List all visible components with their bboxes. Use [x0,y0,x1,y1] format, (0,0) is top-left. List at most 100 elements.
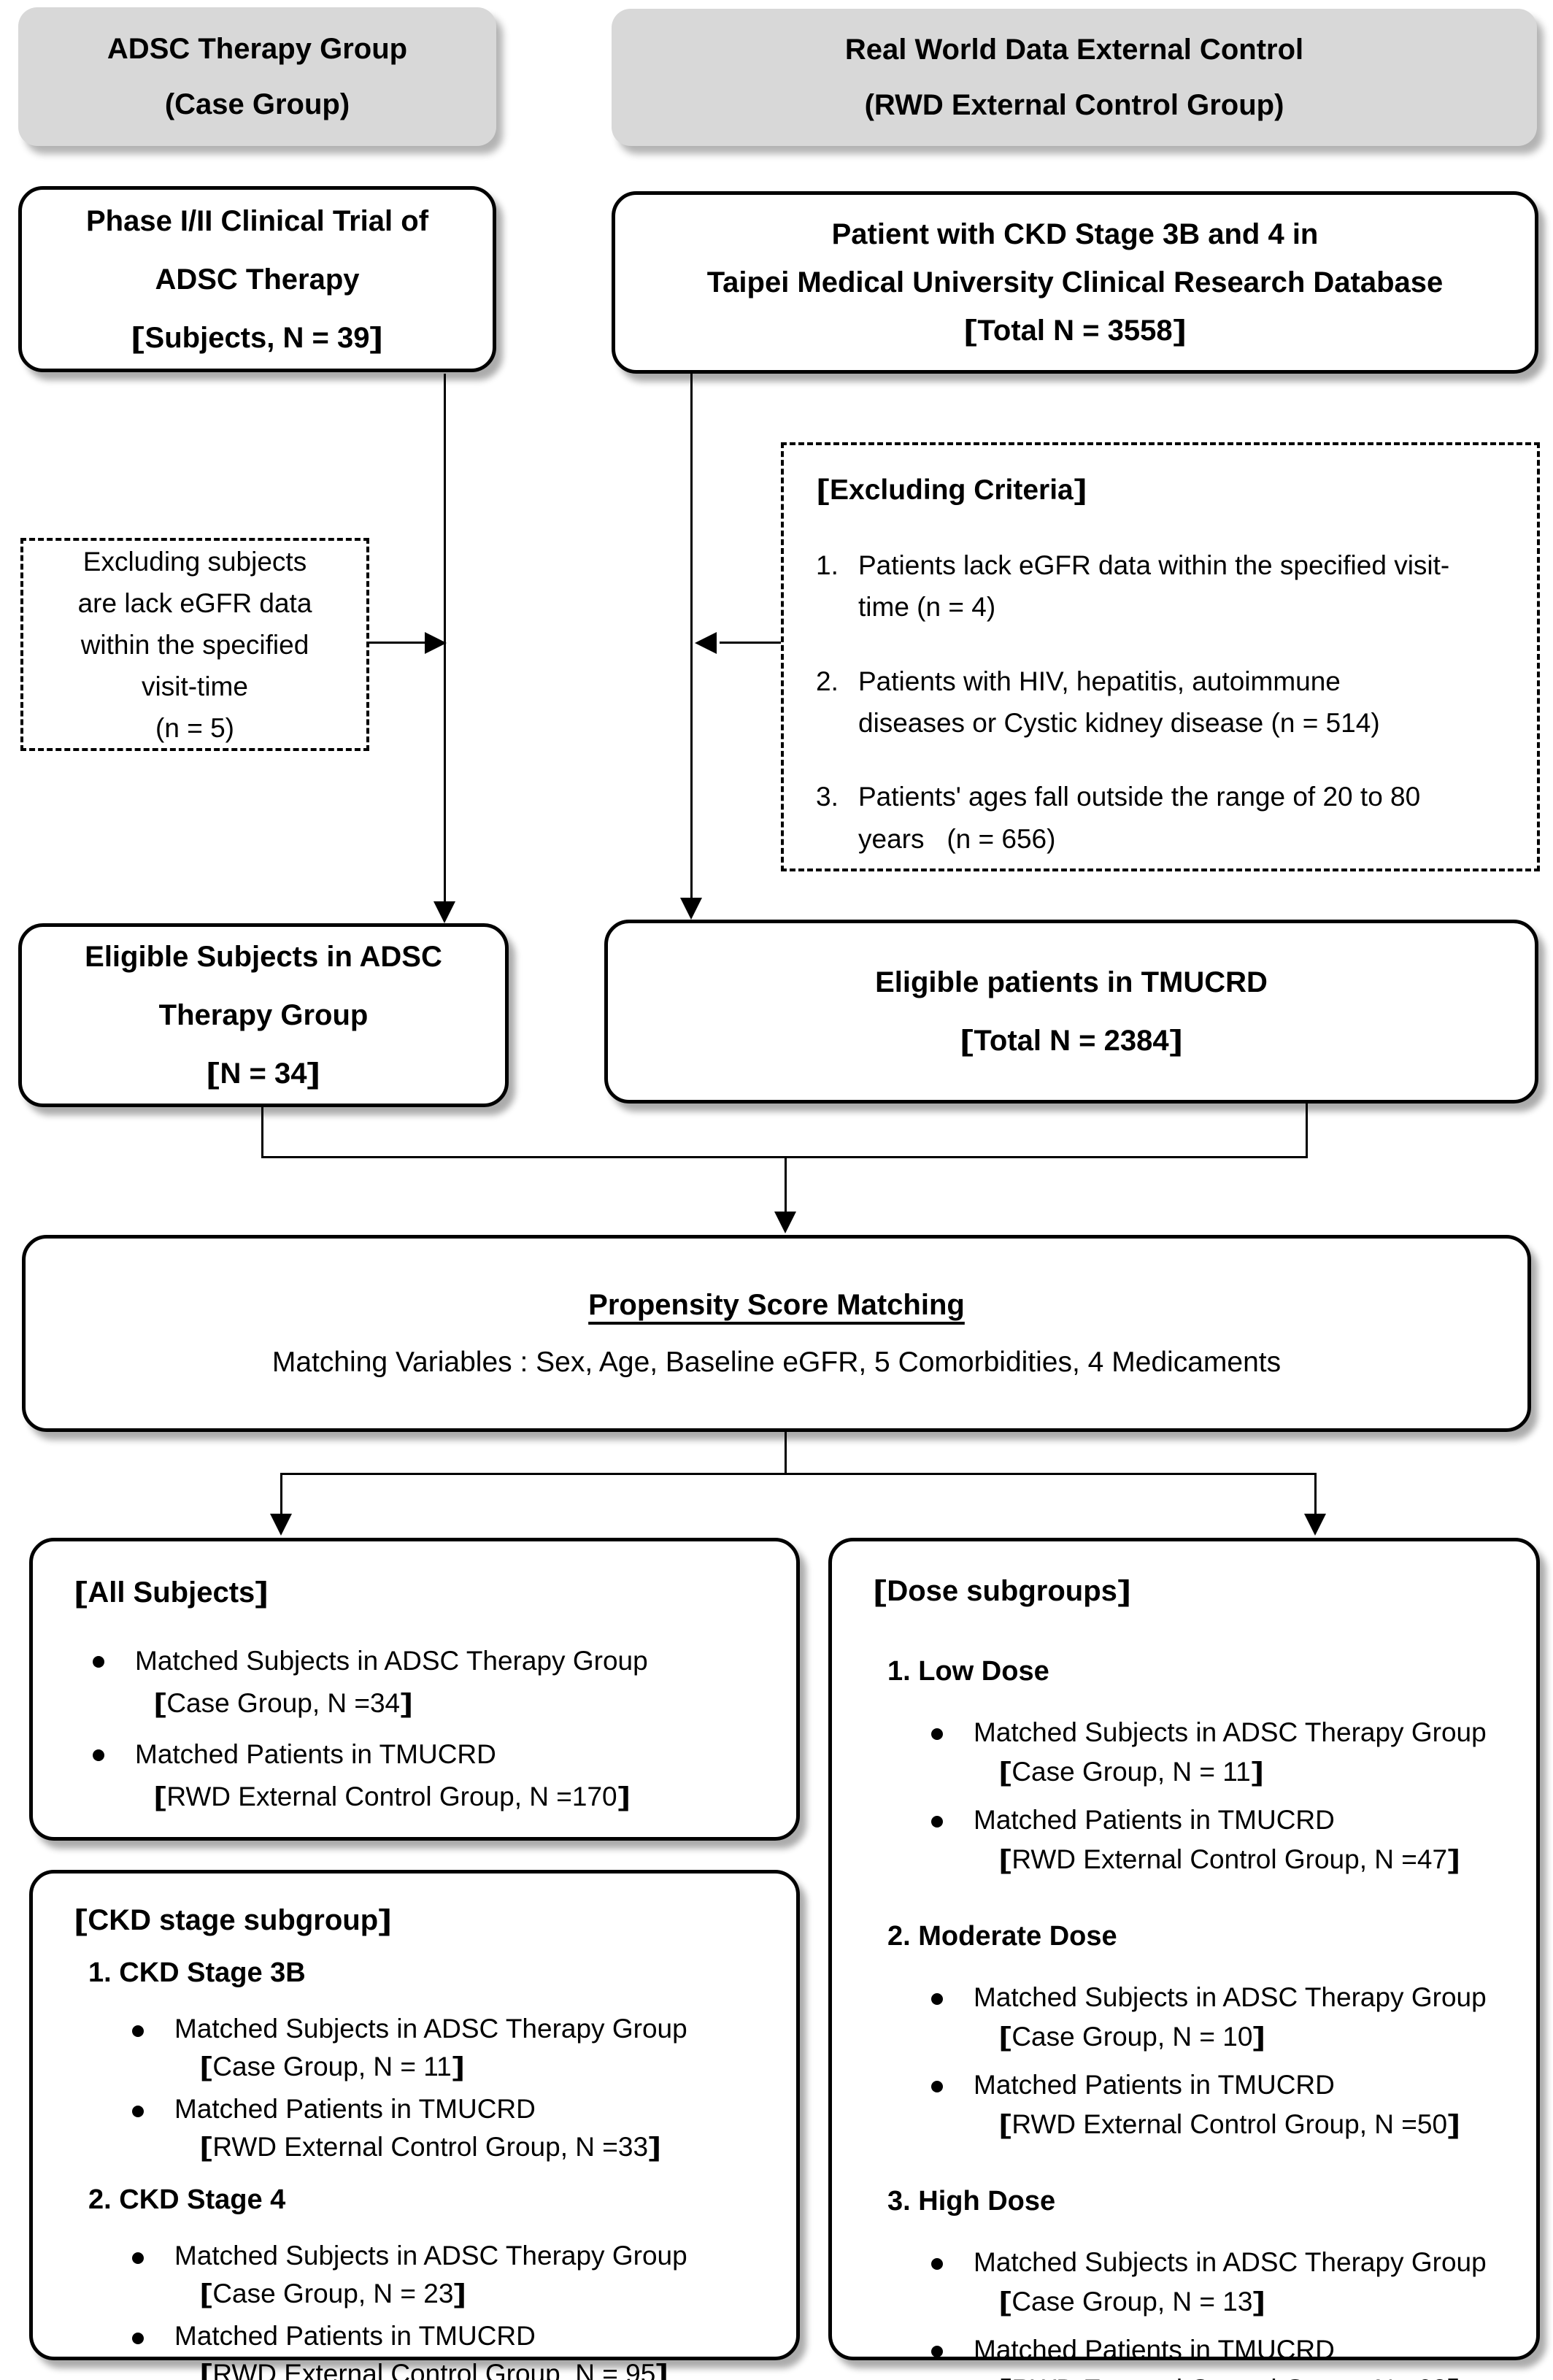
excluding-criteria-box: [Excluding Criteria] 1. Patients lack eG… [781,442,1540,871]
item-number: 1. [816,550,839,580]
item-text: Patients' ages fall outside the range of… [858,782,1421,854]
connector-split-horizontal [280,1473,1317,1475]
box-line: Phase I/II Clinical Trial of [85,204,429,237]
eligible-subjects-box: Eligible Subjects in ADSC Therapy Group … [18,923,509,1107]
list-item: Matched Patients in TMUCRD [832,2331,1536,2369]
excluding-criteria-title: [Excluding Criteria] [816,474,1087,506]
connector-excluding-criteria [720,642,781,644]
subgroup-heading-high-dose: 3. High Dose [887,2186,1056,2217]
box-line: visit-time [142,671,248,701]
item-text: Patients with HIV, hepatitis, autoimmune… [858,666,1380,739]
list-item: Matched Patients in TMUCRD [832,1801,1536,1839]
propensity-score-matching-box: Propensity Score Matching Matching Varia… [22,1235,1531,1432]
subgroup-heading-low-dose: 1. Low Dose [887,1656,1049,1687]
list-item: Matched Patients in TMUCRD [33,2091,796,2127]
connector-database-to-eligible [690,374,693,900]
list-item-sub: [Case Group, N = 11] [199,2052,465,2081]
box-line: Taipei Medical University Clinical Resea… [706,266,1444,299]
list-item: Matched Subjects in ADSC Therapy Group [832,1979,1536,2017]
subgroup-heading-ckd-3b: 1. CKD Stage 3B [88,1957,306,1988]
list-item: Matched Patients in TMUCRD [33,1735,796,1774]
connector-to-all-subjects [280,1474,282,1515]
header-line: (Case Group) [164,88,350,120]
header-rwd-external-control: Real World Data External Control (RWD Ex… [612,9,1537,146]
list-item-text: Matched Patients in TMUCRD [974,2070,1335,2100]
list-item-sub: [RWD External Control Group, N = 95] [199,2359,668,2380]
dose-subgroups-box: [Dose subgroups] 1. Low Dose Matched Sub… [828,1538,1540,2380]
ckd-database-box: Patient with CKD Stage 3B and 4 in Taipe… [612,191,1538,374]
box-line: (n = 5) [155,712,234,743]
box-line: Excluding subjects [82,546,307,577]
bullet-icon [931,2081,943,2092]
header-line: ADSC Therapy Group [107,33,408,65]
bullet-icon [931,2346,943,2357]
criteria-item: 1. Patients lack eGFR data within the sp… [816,544,1512,628]
box-line: are lack eGFR data [77,588,312,618]
box-line: Eligible patients in TMUCRD [875,966,1268,998]
connector-eligible-right-elbow [1306,1104,1308,1158]
phase-trial-box: Phase I/II Clinical Trial of ADSC Therap… [18,186,496,372]
list-item-sub: [Case Group, N = 11] [998,1757,1264,1787]
list-item-text: Matched Subjects in ADSC Therapy Group [174,2014,687,2044]
box-line: [Subjects, N = 39] [131,321,384,354]
bullet-icon [93,1749,104,1761]
list-item: Matched Patients in TMUCRD [832,2066,1536,2104]
box-line: within the specified [80,629,309,660]
subgroup-heading-ckd-4: 2. CKD Stage 4 [88,2184,286,2215]
box-line: [Total N = 2384] [960,1025,1183,1057]
list-item: Matched Subjects in ADSC Therapy Group [33,1641,796,1681]
header-line: Real World Data External Control [844,34,1304,66]
item-number: 2. [816,666,839,696]
box-line: [N = 34] [206,1058,321,1090]
list-item-text: Matched Subjects in ADSC Therapy Group [974,1982,1487,2012]
criteria-item: 2. Patients with HIV, hepatitis, autoimm… [816,661,1512,744]
bullet-icon [931,2258,943,2270]
excluding-subjects-box: Excluding subjects are lack eGFR data wi… [20,538,369,751]
list-item-sub: [Case Group, N = 23] [199,2279,466,2308]
list-item-text: Matched Patients in TMUCRD [174,2094,536,2124]
list-item-text: Matched Patients in TMUCRD [174,2321,536,2351]
bullet-icon [931,1816,943,1828]
list-item: Matched Patients in TMUCRD [33,2318,796,2354]
item-text: Patients lack eGFR data within the speci… [858,550,1450,623]
bullet-icon [132,2106,144,2117]
list-item-text: Matched Subjects in ADSC Therapy Group [974,1717,1487,1747]
list-item-text: Matched Patients in TMUCRD [135,1739,496,1769]
all-subjects-box: [All Subjects] Matched Subjects in ADSC … [29,1538,800,1841]
list-item-sub: [RWD External Control Group, N =47] [998,1844,1460,1874]
list-item: Matched Subjects in ADSC Therapy Group [832,2244,1536,2281]
arrowhead-down-icon [1304,1514,1326,1536]
connector-merge-to-psm [785,1156,787,1213]
dose-group-high: 3. High Dose Matched Subjects in ADSC Th… [832,2186,1536,2380]
box-line: Patient with CKD Stage 3B and 4 in [831,218,1319,250]
arrowhead-down-icon [774,1212,796,1233]
list-item-text: Matched Subjects in ADSC Therapy Group [174,2241,687,2271]
bullet-icon [132,2252,144,2264]
bullet-icon [931,1993,943,2005]
eligible-patients-box: Eligible patients in TMUCRD [Total N = 2… [604,920,1538,1104]
arrowhead-down-icon [680,898,702,920]
arrowhead-down-icon [270,1514,292,1536]
list-item-text: Matched Patients in TMUCRD [974,1805,1335,1835]
item-number: 3. [816,782,839,812]
list-item-sub: [RWD External Control Group, N =50] [998,2109,1460,2139]
list-item-sub: [RWD External Control Group, N =63] [832,2371,1536,2380]
connector-excluding-subjects [369,642,428,644]
bullet-icon [132,2333,144,2344]
box-line: ADSC Therapy [155,263,360,296]
list-item-sub: [Case Group, N = 13] [998,2287,1265,2317]
psm-subtitle: Matching Variables : Sex, Age, Baseline … [271,1346,1282,1378]
connector-to-dose-subgroups [1314,1474,1317,1515]
list-item: Matched Subjects in ADSC Therapy Group [33,2238,796,2274]
arrowhead-down-icon [433,901,455,923]
dose-subgroup-title: [Dose subgroups] [873,1575,1131,1607]
dose-group-moderate: 2. Moderate Dose Matched Subjects in ADS… [832,1921,1536,2144]
list-item-sub: [RWD External Control Group, N =33] [199,2132,661,2162]
list-item-sub: [Case Group, N =34] [153,1688,413,1718]
box-line: [Total N = 3558] [963,315,1187,347]
ckd-stage-subgroup-box: [CKD stage subgroup] 1. CKD Stage 3B Mat… [29,1870,800,2380]
list-item: Matched Subjects in ADSC Therapy Group [832,1714,1536,1752]
box-line: Eligible Subjects in ADSC [85,941,442,973]
dose-group-low: 1. Low Dose Matched Subjects in ADSC The… [832,1656,1536,1879]
